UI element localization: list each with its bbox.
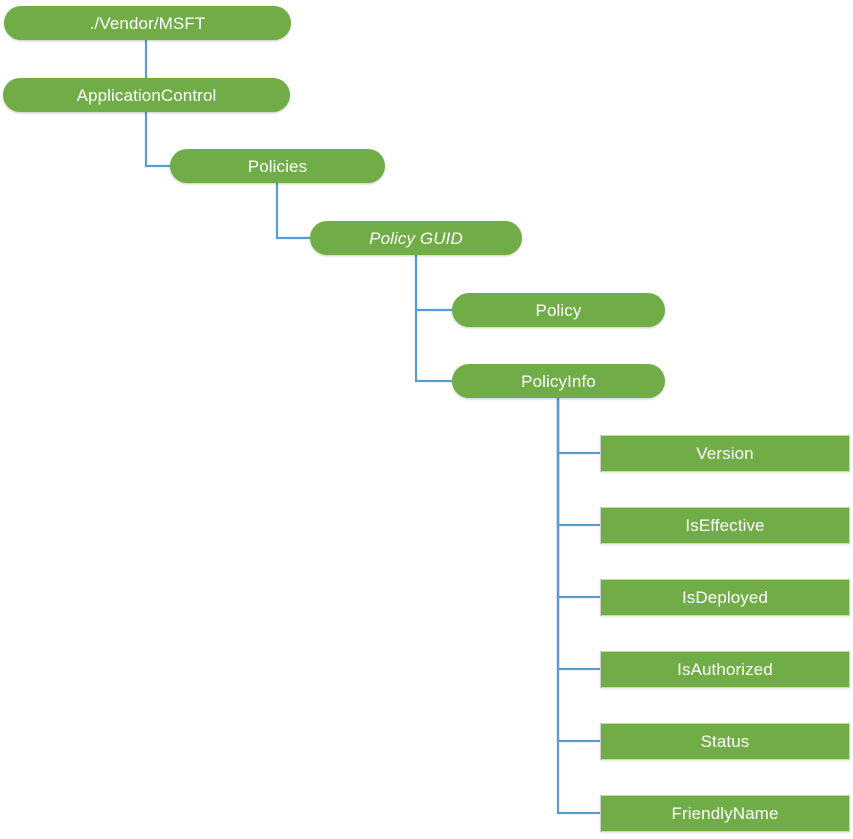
connector-policyguid-to-policy <box>414 255 452 312</box>
tree-node-version[interactable]: Version <box>600 435 850 472</box>
tree-node-is-deployed[interactable]: IsDeployed <box>600 579 850 616</box>
tree-node-label-is-effective: IsEffective <box>685 516 765 535</box>
tree-node-friendly-name[interactable]: FriendlyName <box>600 795 850 832</box>
tree-node-label-policies: Policies <box>247 156 308 176</box>
connector-policyinfo-to-iseffective <box>556 398 600 527</box>
tree-node-label-is-authorized: IsAuthorized <box>677 660 773 679</box>
tree-node-label-is-deployed: IsDeployed <box>681 588 769 607</box>
tree-node-is-effective[interactable]: IsEffective <box>600 507 850 544</box>
tree-node-vendor-msft[interactable]: ./Vendor/MSFT <box>4 6 291 40</box>
tree-node-label-friendly-name: FriendlyName <box>671 804 779 823</box>
tree-node-label-policy-info: PolicyInfo <box>521 371 596 391</box>
connector-appcontrol-to-policies <box>144 112 170 168</box>
connector-policyinfo-to-isauthorized <box>556 398 600 671</box>
tree-node-policy-guid[interactable]: Policy GUID <box>310 221 522 255</box>
tree-node-label-status: Status <box>700 732 750 751</box>
tree-node-application-control[interactable]: ApplicationControl <box>3 78 290 112</box>
connector-policies-to-policyguid <box>275 183 310 240</box>
connector-policyinfo-to-status <box>556 398 600 743</box>
connector-policyinfo-to-isdeployed <box>556 398 600 599</box>
tree-node-status[interactable]: Status <box>600 723 850 760</box>
tree-node-label-version: Version <box>696 444 754 463</box>
tree-node-policy-info[interactable]: PolicyInfo <box>452 364 665 398</box>
tree-node-label-policy-guid: Policy GUID <box>369 228 463 248</box>
tree-node-label-vendor-msft: ./Vendor/MSFT <box>89 13 206 33</box>
tree-node-policy[interactable]: Policy <box>452 293 665 327</box>
connector-policyinfo-to-friendlyname <box>556 398 600 815</box>
tree-node-label-application-control: ApplicationControl <box>76 85 217 105</box>
tree-node-policies[interactable]: Policies <box>170 149 385 183</box>
connector-policyguid-to-policyinfo <box>414 255 452 383</box>
tree-node-is-authorized[interactable]: IsAuthorized <box>600 651 850 688</box>
tree-node-label-policy: Policy <box>535 300 582 320</box>
connector-policyinfo-to-version <box>556 398 600 455</box>
